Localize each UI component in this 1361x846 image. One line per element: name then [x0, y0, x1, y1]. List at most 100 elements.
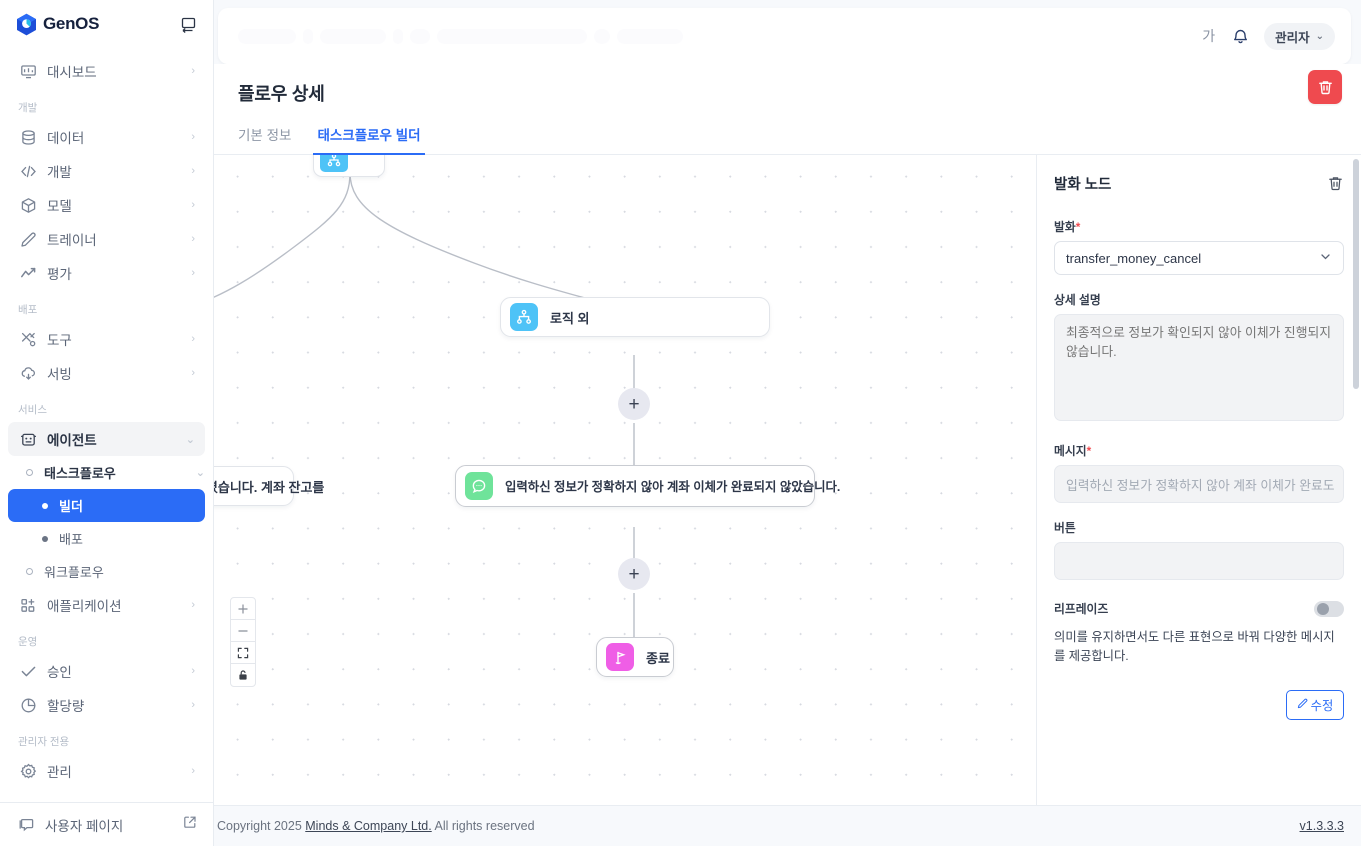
tab-taskflow-builder[interactable]: 태스크플로우 빌더 — [313, 124, 425, 155]
sidebar-section-label: 서비스 — [18, 404, 47, 416]
zoom-in-icon[interactable] — [231, 598, 255, 620]
sidebar-item-label: 데이터 — [47, 131, 85, 146]
sidebar-item-label: 모델 — [47, 199, 72, 214]
field-label: 메시지* — [1054, 444, 1092, 458]
node-properties-panel: 발화 노드 발화* transfer_money_cancel — [1037, 155, 1361, 805]
delete-node-button[interactable] — [1327, 175, 1344, 192]
sidebar-item-tools[interactable]: 도구 › — [8, 322, 205, 356]
chevron-down-icon — [1319, 250, 1332, 266]
edit-button-label: 수정 — [1310, 699, 1334, 714]
sidebar-item-label: 관리 — [47, 765, 72, 780]
sitemap-icon — [510, 303, 538, 331]
sidebar-item-evaluation[interactable]: 평가 › — [8, 256, 205, 290]
brand-name: GenOS — [43, 14, 100, 33]
delete-flow-button[interactable] — [1308, 70, 1342, 104]
plus-icon: + — [628, 393, 640, 415]
field-label: 상세 설명 — [1054, 293, 1101, 307]
sidebar-item-label: 트레이너 — [47, 233, 97, 248]
version-link[interactable]: v1.3.3.3 — [1299, 819, 1344, 833]
sidebar-item-label: 할당량 — [47, 699, 85, 714]
page-header: 플로우 상세 — [214, 64, 1361, 106]
flow-node-message[interactable]: 입력하신 정보가 정확하지 않아 계좌 이체가 완료되지 않았습니다. — [455, 465, 840, 507]
sidebar-item-label: 대시보드 — [47, 65, 97, 80]
sidebar-item-develop[interactable]: 개발 › — [8, 154, 205, 188]
sidebar-item-workflow[interactable]: 워크플로우 — [8, 555, 205, 588]
flow-node-label: 종료 — [646, 650, 670, 666]
sidebar-item-data[interactable]: 데이터 › — [8, 120, 205, 154]
chevron-right-icon: › — [191, 267, 195, 279]
panel-scrollbar[interactable] — [1353, 159, 1359, 389]
cube-icon — [18, 195, 38, 215]
description-textarea[interactable] — [1054, 314, 1344, 421]
sidebar-item-dashboard[interactable]: 대시보드 › — [8, 54, 205, 88]
top-bar: 가 관리자 ⌄ — [218, 8, 1351, 64]
add-node-button[interactable]: + — [618, 558, 650, 590]
rephrase-toggle[interactable] — [1314, 600, 1344, 617]
field-button: 버튼 — [1054, 519, 1344, 580]
flag-icon — [606, 643, 634, 671]
font-size-button[interactable]: 가 — [1202, 28, 1216, 44]
chevron-right-icon: › — [191, 233, 195, 245]
sidebar-item-model[interactable]: 모델 › — [8, 188, 205, 222]
tab-bar: 기본 정보 태스크플로우 빌더 — [214, 106, 1361, 155]
zoom-out-icon[interactable] — [231, 620, 255, 642]
sidebar-item-label: 서빙 — [47, 367, 72, 382]
brand-logo[interactable]: GenOS — [16, 13, 99, 36]
sidebar: GenOS 대시보드 › — [0, 0, 214, 846]
sidebar-item-approval[interactable]: 승인 › — [8, 654, 205, 688]
gear-icon — [18, 761, 38, 781]
chevron-right-icon: › — [191, 699, 195, 711]
user-menu-button[interactable]: 관리자 ⌄ — [1264, 22, 1335, 50]
panel-actions: 수정 — [1054, 666, 1344, 721]
rephrase-help-text: 의미를 유지하면서도 다른 표현으로 바꿔 다양한 메시지를 제공합니다. — [1054, 630, 1335, 664]
company-link[interactable]: Minds & Company Ltd. — [305, 819, 432, 833]
pencil-icon — [18, 229, 38, 249]
flow-canvas[interactable]: 료하였습니다. 계좌 잔고를 로직 외 — [214, 155, 1037, 805]
content-card: 플로우 상세 기본 정보 태스크플로우 빌더 — [214, 64, 1361, 805]
chevron-right-icon: › — [191, 367, 195, 379]
lock-icon[interactable] — [231, 664, 255, 686]
flow-node-end[interactable]: 종료 — [596, 637, 674, 677]
chevron-right-icon: › — [191, 333, 195, 345]
apps-icon — [18, 595, 38, 615]
sidebar-item-user-page[interactable]: 사용자 페이지 — [0, 802, 213, 846]
sidebar-item-quota[interactable]: 할당량 › — [8, 688, 205, 722]
database-icon — [18, 127, 38, 147]
breadcrumb-placeholder — [238, 28, 1200, 44]
sidebar-item-label: 개발 — [47, 165, 72, 180]
message-input-display[interactable]: 입력하신 정보가 정확하지 않아 계좌 이체가 완료도 — [1054, 465, 1344, 503]
flow-node-label: 로직 외 — [550, 310, 590, 326]
sidebar-item-taskflow[interactable]: 태스크플로우 ⌄ — [8, 456, 205, 489]
tab-basic-info[interactable]: 기본 정보 — [238, 128, 292, 143]
copyright-suffix: All rights reserved — [431, 819, 535, 833]
sidebar-item-admin[interactable]: 관리 › — [8, 754, 205, 788]
button-input[interactable] — [1054, 542, 1344, 580]
sidebar-item-trainer[interactable]: 트레이너 › — [8, 222, 205, 256]
main-area: 가 관리자 ⌄ 플로우 상세 — [214, 0, 1361, 846]
add-node-button[interactable]: + — [618, 388, 650, 420]
fit-view-icon[interactable] — [231, 642, 255, 664]
sidebar-nav: 대시보드 › 개발 데이터 › — [0, 48, 213, 802]
chevron-right-icon: › — [191, 65, 195, 77]
branch-icon — [320, 155, 348, 172]
flow-node-top[interactable] — [313, 155, 385, 177]
sidebar-item-deploy[interactable]: 배포 — [8, 522, 205, 555]
field-utterance: 발화* transfer_money_cancel — [1054, 218, 1344, 275]
bell-icon[interactable] — [1231, 27, 1250, 46]
panel-collapse-icon[interactable] — [177, 13, 199, 35]
edit-button[interactable]: 수정 — [1286, 690, 1344, 721]
sidebar-item-application[interactable]: 애플리케이션 › — [8, 588, 205, 622]
chevron-right-icon: › — [191, 599, 195, 611]
sidebar-item-builder[interactable]: 빌더 — [8, 489, 205, 522]
field-label: 발화* — [1054, 220, 1081, 234]
utterance-select[interactable]: transfer_money_cancel — [1054, 241, 1344, 275]
sidebar-item-serving[interactable]: 서빙 › — [8, 356, 205, 390]
flow-node-logic[interactable]: 로직 외 — [500, 297, 770, 337]
user-menu-label: 관리자 — [1275, 30, 1310, 45]
external-link-icon — [183, 815, 197, 834]
sidebar-item-agent[interactable]: 에이전트 ⌄ — [8, 422, 205, 456]
chevron-right-icon: › — [191, 165, 195, 177]
flow-node-left-partial[interactable]: 료하였습니다. 계좌 잔고를 — [214, 466, 324, 506]
chevron-right-icon: › — [191, 199, 195, 211]
sidebar-item-label: 태스크플로우 — [44, 466, 116, 481]
